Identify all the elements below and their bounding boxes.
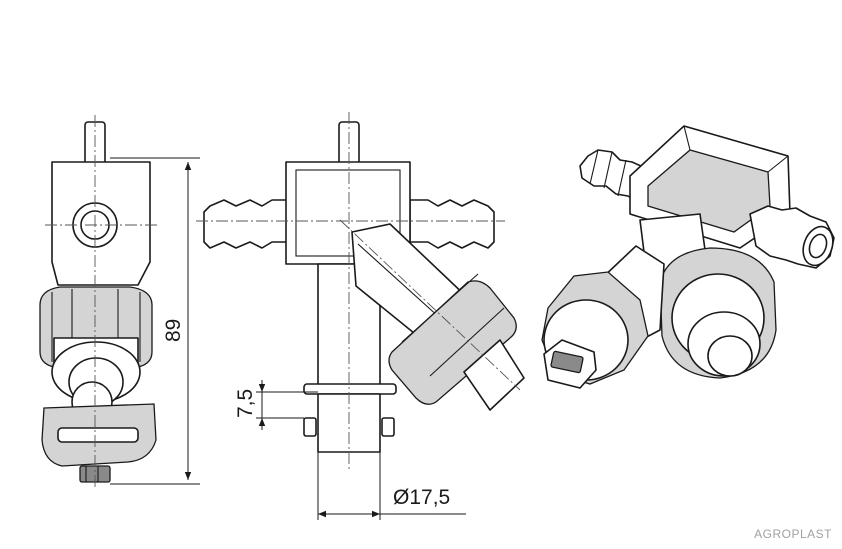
- side-view: [39, 115, 160, 490]
- iso-tip-slot: [550, 350, 584, 374]
- front-housing-inner: [295, 169, 401, 257]
- length-label: 7,5: [234, 389, 257, 418]
- front-filter-cap: [463, 339, 525, 411]
- dimension-diameter: Ø17,5: [317, 452, 466, 520]
- front-filter-nut: [388, 280, 517, 405]
- brand-label: AGROPLAST: [754, 527, 832, 541]
- front-left-barb: [203, 199, 289, 249]
- front-right-barb: [409, 199, 495, 249]
- isometric-view: [541, 125, 835, 389]
- side-lower-band: [57, 427, 139, 443]
- iso-cap-tip: [707, 335, 753, 377]
- diameter-label: Ø17,5: [393, 486, 450, 509]
- height-label: 89: [162, 319, 185, 342]
- front-view: [196, 112, 525, 470]
- dimension-length: 7,5: [234, 380, 318, 430]
- dimension-height: 89: [110, 157, 200, 485]
